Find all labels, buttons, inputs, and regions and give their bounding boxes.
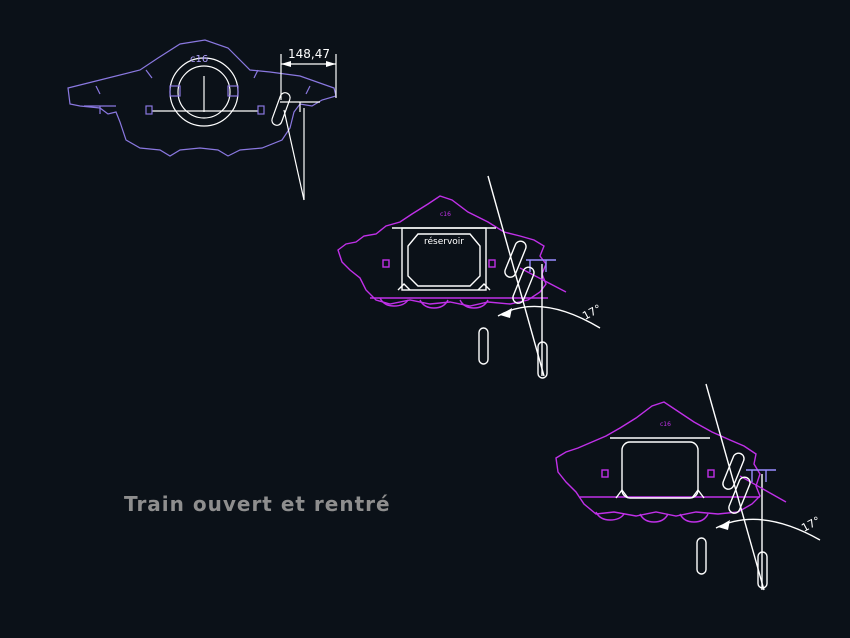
block-right-middle (488, 259, 496, 268)
wheel-a-middle (504, 240, 527, 278)
wheel-c-bottom (757, 551, 768, 589)
rail-bottom (746, 469, 776, 482)
drawing-caption: Train ouvert et rentré (124, 492, 391, 516)
tick-4 (305, 85, 311, 95)
floor-block-left (145, 105, 153, 115)
dimension-value: 148,47 (288, 47, 330, 61)
leg-diag-bottom (739, 475, 787, 503)
strut-a (283, 109, 305, 201)
label-middle: c16 (440, 211, 451, 218)
leg-long-middle (487, 175, 545, 377)
view-bottom (555, 383, 821, 591)
tick-2 (253, 69, 259, 79)
pipe-ring-inner (177, 65, 231, 119)
wheel-capsule (271, 92, 291, 126)
wheel-d-bottom (696, 537, 707, 575)
angle-arrow-middle (500, 308, 512, 318)
tick-3 (95, 85, 101, 95)
wheel-b-middle (512, 266, 535, 304)
rail-left (84, 105, 116, 114)
dim-arrow-right (326, 61, 336, 67)
dim-arrow-left (281, 61, 291, 67)
clamp-left (169, 85, 181, 97)
block-right-bottom (707, 469, 715, 478)
wheel-a-bottom (722, 452, 745, 490)
label-top: c16 (190, 54, 208, 65)
block-left-middle (382, 259, 390, 268)
leg-diag-middle (519, 267, 567, 293)
tank-frame (621, 441, 699, 499)
tick-1 (145, 69, 153, 79)
clamp-right (227, 85, 239, 97)
rail-right (280, 101, 320, 112)
wheel-c-middle (537, 341, 548, 379)
feet-bottom (615, 488, 705, 499)
block-left-bottom (601, 469, 609, 478)
wheel-b-bottom (728, 476, 751, 514)
view-top (67, 39, 337, 201)
floor-block-right (257, 105, 265, 115)
angle-arrow-bottom (718, 520, 730, 530)
label-bottom: c16 (660, 421, 671, 428)
feet-middle (397, 283, 491, 291)
belly-bottom (595, 511, 709, 523)
reservoir-label: réservoir (424, 236, 464, 247)
reservoir-octagon (407, 233, 481, 287)
fuselage-outline-top (67, 39, 337, 157)
view-middle (337, 175, 601, 379)
rail-middle (526, 259, 556, 272)
wheel-d-middle (478, 327, 489, 365)
belly-middle (379, 297, 489, 309)
fuselage-outline-bottom (555, 401, 761, 517)
leg-long-bottom (705, 383, 765, 591)
